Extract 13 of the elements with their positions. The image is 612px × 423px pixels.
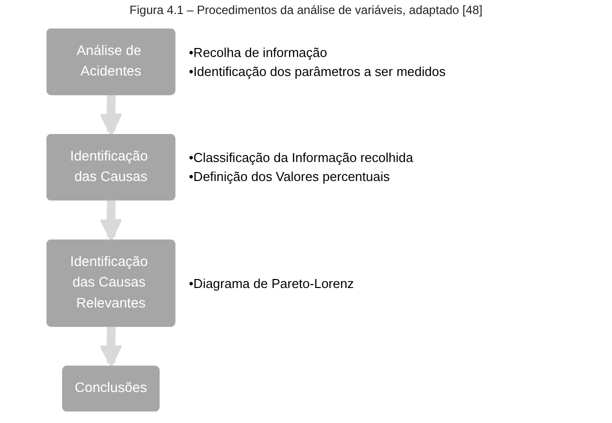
bullet-text: •Identificação dos parâmetros a ser medidos: [188, 62, 446, 81]
arrow: [99, 199, 122, 241]
bullet-text: •Recolha de informação: [188, 44, 328, 62]
figure-caption: Figura 4.1 – Procedimentos da análise de variáveis, adaptado [48]: [130, 3, 482, 17]
process-box: Análise de Acidentes: [46, 28, 176, 96]
process-box: Conclusões: [62, 366, 160, 412]
bullet-text: •Definição dos Valores percentuais: [188, 168, 390, 186]
bullet-text: •Classificação da Informação recolhida: [188, 149, 414, 168]
process-box: Identificação das Causas: [46, 134, 176, 201]
arrow: [99, 94, 122, 136]
process-box: Identificação das Causas Relevantes: [46, 239, 176, 327]
arrow: [99, 326, 122, 368]
bullet-text: •Diagrama de Pareto-Lorenz: [188, 274, 354, 293]
